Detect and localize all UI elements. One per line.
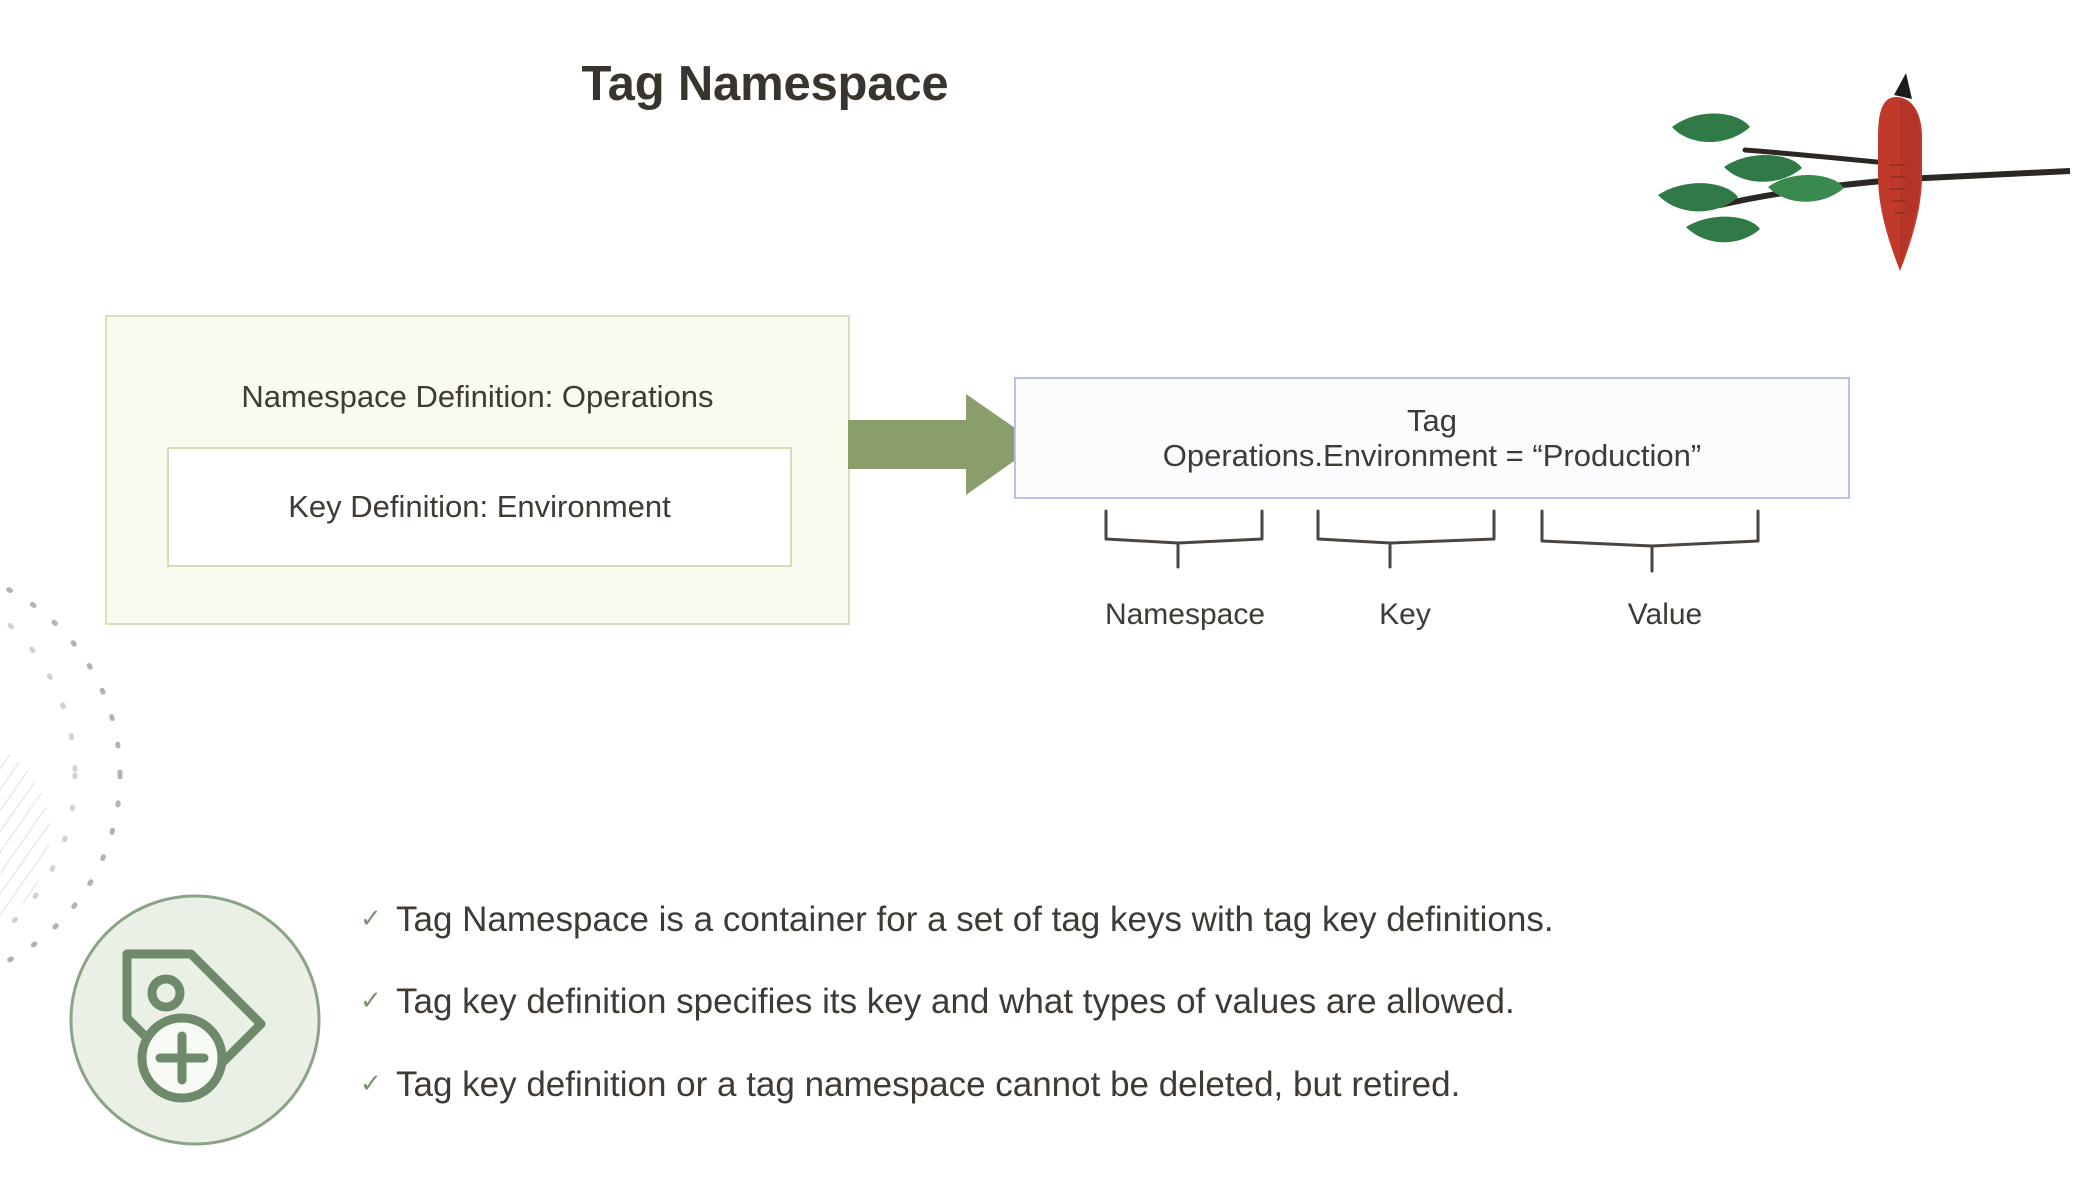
right-arrow-icon [848, 394, 1038, 495]
bird-on-branch-illustration [1658, 73, 2070, 271]
brace-namespace [1104, 509, 1264, 569]
key-definition-label: Key Definition: Environment [288, 489, 671, 524]
tag-box-expression: Operations.Environment = “Production” [1162, 438, 1702, 473]
brace-label-key: Key [1379, 598, 1431, 631]
tag-box-title: Tag [1407, 402, 1457, 438]
brace-value [1540, 509, 1760, 573]
brace-label-namespace: Namespace [1104, 598, 1266, 631]
tag-box: Tag Operations.Environment = “Production… [1014, 377, 1850, 499]
brace-group [1104, 509, 1760, 573]
page-title: Tag Namespace [581, 57, 949, 111]
key-definition-box: Key Definition: Environment [167, 447, 792, 567]
bullet-list: ✓ Tag Namespace is a container for a set… [360, 900, 1920, 1147]
namespace-definition-label: Namespace Definition: Operations [241, 379, 714, 414]
check-icon: ✓ [360, 985, 382, 1016]
list-item: ✓ Tag Namespace is a container for a set… [360, 900, 1920, 940]
check-icon: ✓ [360, 1067, 382, 1098]
namespace-definition-box: Namespace Definition: Operations Key Def… [105, 315, 850, 625]
brace-label-value: Value [1627, 598, 1703, 631]
list-item-label: Tag Namespace is a container for a set o… [396, 900, 1554, 939]
check-icon: ✓ [360, 903, 382, 933]
list-item: ✓ Tag key definition specifies its key a… [360, 982, 1920, 1022]
brace-key [1316, 509, 1496, 569]
list-item-label: Tag key definition specifies its key and… [396, 982, 1515, 1022]
list-item: ✓ Tag key definition or a tag namespace … [360, 1065, 1920, 1105]
tag-add-icon [69, 894, 321, 1146]
list-item-label: Tag key definition or a tag namespace ca… [396, 1064, 1461, 1104]
